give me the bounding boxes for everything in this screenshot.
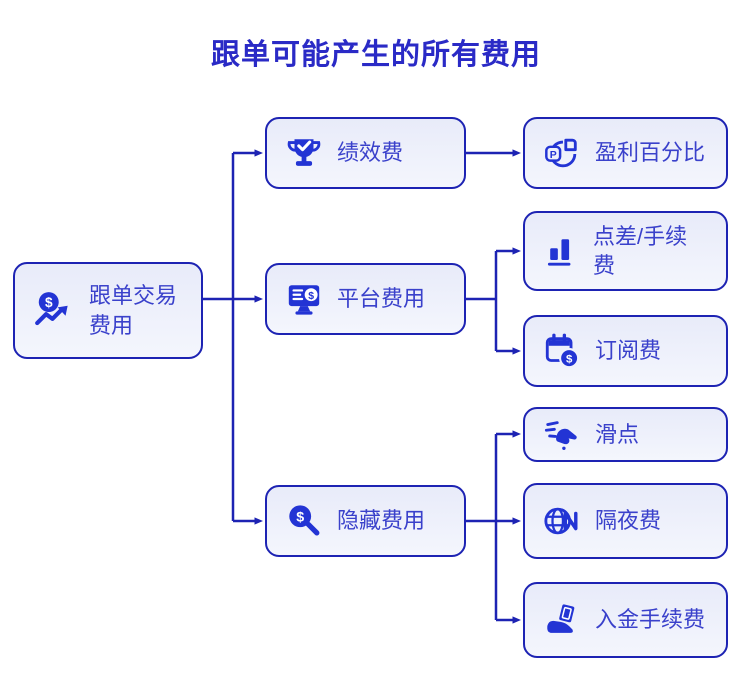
node-subscription-fee: $ 订阅费 [523, 315, 728, 387]
pie-chart-p-icon: P [543, 134, 581, 172]
svg-text:$: $ [296, 509, 304, 525]
trophy-check-icon [285, 134, 323, 172]
node-deposit-fee: 入金手续费 [523, 582, 728, 658]
hand-money-icon [543, 601, 581, 639]
calendar-dollar-icon: $ [543, 332, 581, 370]
node-label: 订阅费 [595, 338, 662, 364]
node-label: 滑点 [595, 421, 640, 447]
node-copy-trading-fees: $ 跟单交易费用 [13, 262, 203, 359]
slip-icon [543, 416, 581, 454]
node-label: 点差/手续费 [593, 223, 688, 278]
node-profit-percentage: P 盈利百分比 [523, 117, 728, 189]
node-overnight-fee: 隔夜费 [523, 483, 728, 559]
node-platform-fees: $ 平台费用 [265, 263, 466, 335]
node-label: 盈利百分比 [595, 140, 706, 166]
bar-chart-icon [543, 233, 579, 269]
node-hidden-fees: $ 隐藏费用 [265, 485, 466, 557]
globe-night-icon [543, 502, 581, 540]
node-spread-commission: 点差/手续费 [523, 211, 728, 291]
svg-text:$: $ [566, 353, 573, 365]
svg-text:$: $ [45, 294, 53, 309]
node-label: 绩效费 [337, 140, 404, 166]
svg-text:$: $ [308, 291, 314, 302]
svg-text:P: P [550, 150, 557, 161]
node-label: 平台费用 [337, 286, 426, 312]
magnifier-dollar-icon: $ [285, 502, 323, 540]
node-label: 跟单交易费用 [89, 283, 178, 338]
node-label: 隐藏费用 [337, 508, 426, 534]
coin-trend-arrow-icon: $ [33, 290, 75, 332]
node-slippage: 滑点 [523, 407, 728, 462]
node-label: 入金手续费 [595, 607, 706, 633]
node-label: 隔夜费 [595, 508, 662, 534]
page-title: 跟单可能产生的所有费用 [210, 39, 541, 71]
node-performance-fee: 绩效费 [265, 117, 466, 189]
monitor-dollar-icon: $ [285, 280, 323, 318]
